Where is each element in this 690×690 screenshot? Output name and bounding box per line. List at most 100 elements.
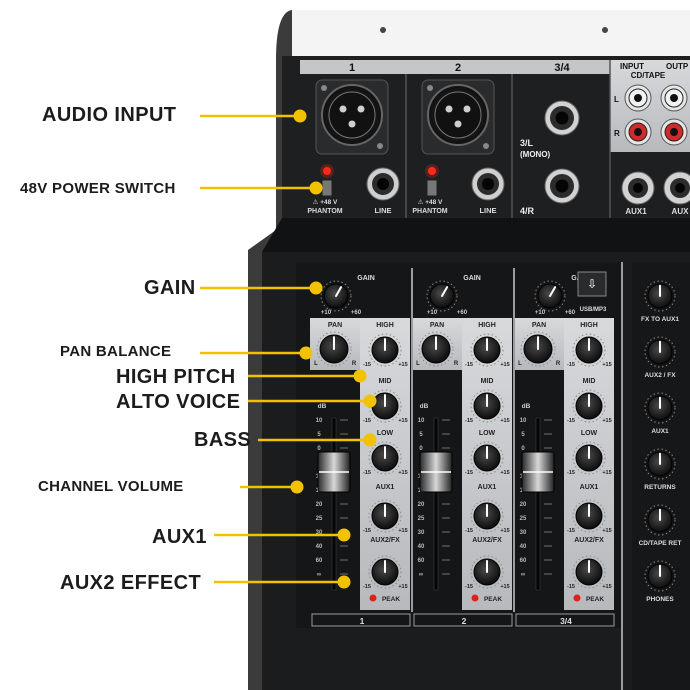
low-min-ch1: -15 [363,470,371,476]
mid-label-ch2: MID [481,378,494,385]
low-knob-ch34 [572,441,606,475]
rca-jack-3 [624,118,652,146]
jack-hole [675,183,685,193]
low-label-ch2: LOW [479,430,496,437]
knob-ticks [368,555,402,589]
aux2fx-max-ch34: +15 [602,584,611,590]
callout-alto-voice: ALTO VOICE [116,391,241,413]
callout-48v-power-switch: 48V POWER SWITCH [20,180,176,197]
knob-ticks [520,331,556,367]
mid-min-ch34: -15 [567,418,575,424]
aux1-label-ch34: AUX1 [580,484,599,491]
rca-pin [670,94,678,102]
mid-max-ch34: +15 [602,418,611,424]
aux1-max-ch2: +15 [500,528,509,534]
usb-icon [577,271,607,297]
aux2fx-label-ch34: AUX2/FX [574,537,604,544]
mid-max-ch1: +15 [398,418,407,424]
fader-scale-ch2-6: 20 [418,502,425,508]
fader-scale-ch1-6: 20 [316,502,323,508]
aux2fx-knob-ch1 [368,555,402,589]
phantom-led-ch2 [428,167,436,175]
gain-max-ch1: +60 [351,310,362,316]
gain-label-ch1: GAIN [357,275,375,282]
xlr-pin [339,105,347,113]
fader-cap-ch2 [419,451,453,493]
channel-number-1: 1 [349,62,355,74]
high-label-ch1: HIGH [376,322,394,329]
pan-l-ch1: L [314,361,318,367]
plus48v-label-ch2: ⚠ +48 V [418,199,443,206]
aux1-min-ch34: -15 [567,528,575,534]
bottom-channel-number-ch2: 2 [462,616,467,626]
callout-dot-2 [309,181,323,195]
high-knob-ch34 [572,333,606,367]
screw [483,143,489,149]
low-max-ch34: +15 [602,470,611,476]
aux2fx-label-ch1: AUX2/FX [370,537,400,544]
channel-number-2: 2 [455,62,461,74]
mid-min-ch1: -15 [363,418,371,424]
high-label-ch34: HIGH [580,322,598,329]
pan-r-ch34: R [556,361,561,367]
xlr-pin [348,120,356,128]
aux1-max-ch1: +15 [398,528,407,534]
peak-label-ch2: PEAK [484,596,502,603]
knob-pointer [549,286,557,297]
phantom-label-ch2: PHANTOM [412,208,447,215]
fader-scale-ch2-1: 5 [419,432,423,438]
fader-cap-ch1 [317,451,351,493]
rca-pin [670,128,678,136]
fader-scale-ch1-11: ∞ [317,572,321,578]
low-max-ch2: +15 [500,470,509,476]
fader-scale-ch2-7: 25 [418,516,425,522]
peak-label-ch1: PEAK [382,596,400,603]
gain-knob-ch34 [534,280,566,312]
aux1-knob-ch1 [368,499,402,533]
master-label-4: RETURNS [644,484,676,491]
xlr-pin [463,105,471,113]
aux1-label-ch1: AUX1 [376,484,395,491]
jack-34-right [544,168,580,204]
screw [427,85,433,91]
label-mono: (MONO) [520,150,551,159]
knob-ticks [320,280,352,312]
aux-jack-label: AUX [672,207,690,216]
pan-knob-ch1 [316,331,352,367]
fader-scale-ch1-10: 60 [316,558,323,564]
pan-l-ch2: L [416,361,420,367]
line-jack-ch2 [471,167,505,201]
low-min-ch34: -15 [567,470,575,476]
aux1-min-ch2: -15 [465,528,473,534]
fader-scale-ch2-9: 40 [418,544,425,550]
screw [321,85,327,91]
jack-hole [377,178,389,190]
master-label-3: AUX1 [651,428,669,435]
callout-dot-5 [353,369,367,383]
callout-dot-8 [290,480,304,494]
knob-ticks [470,441,504,475]
callout-bass: BASS [194,429,252,451]
low-knob-ch2 [470,441,504,475]
jack-hole [555,179,569,193]
usb-arrow-icon: ⇩ [587,277,597,291]
knob-ticks [426,280,458,312]
pan-label-ch1: PAN [328,322,342,329]
fader-slot-ch1 [331,417,337,591]
knob-ticks [418,331,454,367]
gain-knob-ch1 [320,280,352,312]
knob-ticks [368,389,402,423]
fader-scale-ch1-9: 40 [316,544,323,550]
fader-scale-ch34-9: 40 [520,544,527,550]
low-knob-ch1 [368,441,402,475]
pan-r-ch1: R [352,361,357,367]
fader-scale-ch34-10: 60 [520,558,527,564]
callout-high-pitch: HIGH PITCH [116,366,236,388]
pan-label-ch2: PAN [430,322,444,329]
high-min-ch1: -15 [363,362,371,368]
master-knob-5 [644,504,676,536]
mid-knob-ch34 [572,389,606,423]
fader-scale-ch1-2: 0 [317,446,321,452]
peak-led-ch2 [471,594,479,602]
gain-min-ch1: +10 [321,310,332,316]
